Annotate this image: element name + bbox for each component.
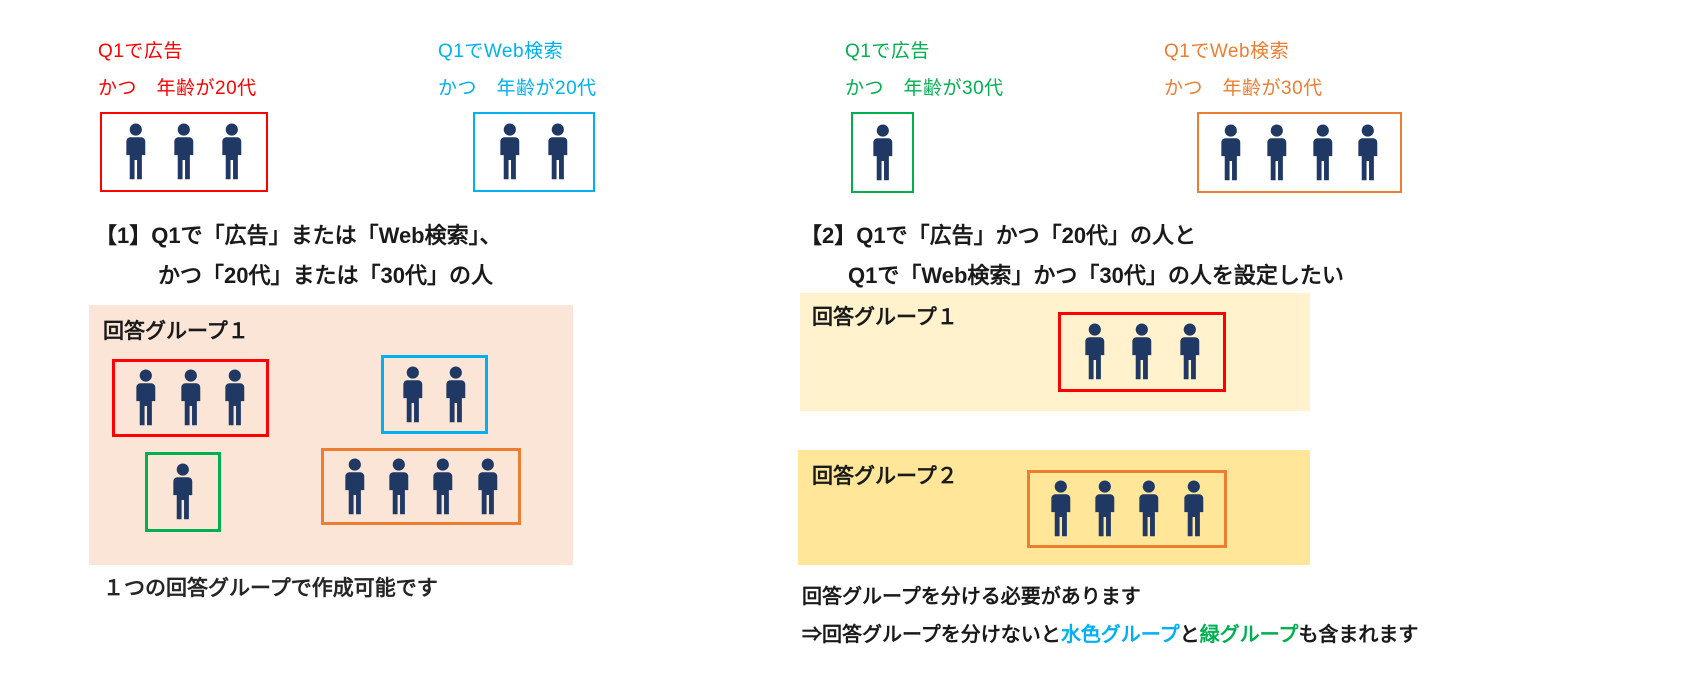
panel-title: 回答グループ１ — [103, 320, 249, 343]
cyan-people-box — [473, 112, 595, 192]
person-icon — [389, 457, 409, 514]
condition-line1: Q1で広告 — [98, 41, 183, 62]
condition-line2: かつ 年齢が20代 — [98, 78, 257, 99]
condition-line1: Q1でWeb検索 — [1164, 41, 1290, 62]
case2-heading-line1: 【2】Q1で「広告」かつ「20代」の人と — [800, 223, 1197, 248]
green-people-box — [145, 452, 221, 532]
orange-people-box — [1197, 112, 1402, 193]
person-icon — [222, 123, 242, 180]
condition-line1: Q1で広告 — [845, 41, 930, 62]
person-icon — [345, 457, 364, 514]
person-icon — [1139, 480, 1159, 537]
person-icon — [403, 365, 423, 422]
person-icon — [1183, 480, 1203, 537]
cyan-people-box — [381, 355, 488, 434]
red-people-box — [100, 112, 268, 192]
condition-line2: かつ 年齢が30代 — [1164, 78, 1323, 99]
case1-heading-line1: 【1】Q1で「広告」または「Web検索」、 — [95, 223, 502, 248]
person-icon — [446, 365, 466, 422]
person-icon — [225, 369, 245, 426]
person-icon — [1095, 480, 1115, 537]
person-icon — [1132, 323, 1152, 380]
person-icon — [1358, 123, 1378, 180]
person-icon — [173, 463, 193, 520]
panel-title: 回答グループ２ — [812, 465, 958, 488]
person-icon — [1267, 123, 1287, 180]
person-icon — [174, 123, 194, 180]
note-prefix: ⇒回答グループを分けないと — [802, 624, 1061, 646]
condition-line2: かつ 年齢が20代 — [438, 78, 597, 99]
person-icon — [1051, 480, 1070, 537]
note-suffix: も含まれます — [1298, 624, 1419, 646]
person-icon — [873, 123, 892, 180]
note-and: と — [1179, 624, 1200, 646]
case1-heading-line2: かつ「20代」または「30代」の人 — [158, 263, 493, 288]
red-people-box — [112, 359, 269, 437]
condition-line2: かつ 年齢が30代 — [845, 78, 1004, 99]
case1-caption: １つの回答グループで作成可能です — [103, 577, 438, 600]
orange-people-box — [1027, 470, 1227, 548]
person-icon — [477, 457, 497, 514]
red-people-box — [1058, 312, 1226, 392]
person-icon — [136, 369, 156, 426]
person-icon — [433, 457, 453, 514]
case2-answer-group1-panel: 回答グループ１ — [800, 293, 1310, 411]
panel-title: 回答グループ１ — [812, 306, 958, 329]
note-cyan-group: 水色グループ — [1060, 624, 1180, 646]
note-green-group: 緑グループ — [1199, 624, 1299, 646]
person-icon — [1179, 323, 1199, 380]
case2-heading-line2: Q1で「Web検索」かつ「30代」の人を設定したい — [848, 263, 1344, 288]
person-icon — [126, 123, 146, 180]
person-icon — [1312, 123, 1332, 180]
case1-answer-group-panel: 回答グループ１ — [89, 305, 573, 565]
person-icon — [548, 123, 568, 180]
case2-note-line2: ⇒回答グループを分けないと水色グループと緑グループも含まれます — [802, 618, 1418, 647]
green-people-box — [851, 112, 914, 193]
condition-line1: Q1でWeb検索 — [438, 41, 564, 62]
person-icon — [500, 123, 520, 180]
case2-note-line1: 回答グループを分ける必要があります — [802, 586, 1141, 608]
orange-people-box — [321, 448, 521, 525]
case2-answer-group2-panel: 回答グループ２ — [798, 450, 1310, 565]
person-icon — [1221, 123, 1241, 180]
person-icon — [181, 369, 200, 426]
person-icon — [1085, 323, 1105, 380]
